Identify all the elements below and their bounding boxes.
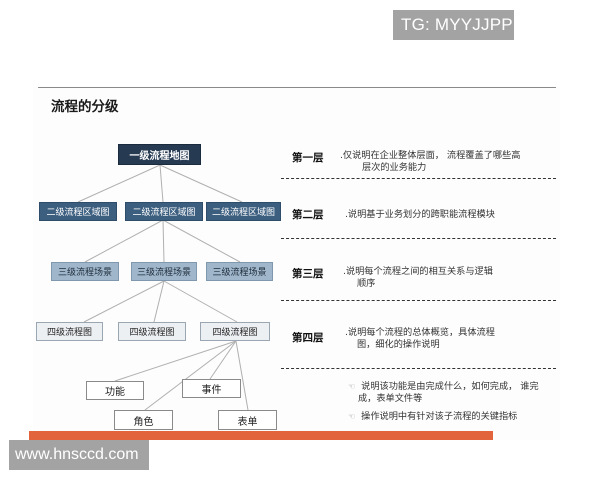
node-form: 表单 <box>218 410 277 430</box>
layer-desc-2: .说明基于业务划分的跨职能流程模块 <box>345 209 495 221</box>
bullet-2-line1: 操作说明中有针对该子流程的关键指标 <box>361 411 518 422</box>
watermark-top: TG: MYYJJPP <box>393 10 514 40</box>
layer-divider-2 <box>281 238 556 239</box>
pointing-hand-icon: ☜ <box>348 382 356 391</box>
layer-desc-4-line1: .说明每个流程的总体概览，具体流程 <box>345 327 495 338</box>
pointing-hand-icon: ☜ <box>348 412 356 421</box>
layer-divider-3 <box>281 300 556 301</box>
layer-desc-3-line1: .说明每个流程之间的相互关系与逻辑 <box>343 266 493 277</box>
node-level1: 一级流程地图 <box>118 144 201 165</box>
title-rule <box>38 87 556 88</box>
bullet-2: ☜ 操作说明中有针对该子流程的关键指标 <box>348 411 517 423</box>
watermark-bottom: www.hnsccd.com <box>9 440 149 470</box>
node-level2-3: 二级流程区域图 <box>206 202 281 221</box>
layer-label-3: 第三层 <box>292 268 324 280</box>
bullet-1-line2: 成，表单文件等 <box>358 393 423 404</box>
bullet-1-line1: 说明该功能是由完成什么，如何完成， 谁完 <box>361 381 539 392</box>
accent-bar <box>29 431 493 440</box>
layer-label-1: 第一层 <box>292 152 324 164</box>
layer-label-2: 第二层 <box>292 209 324 221</box>
layer-divider-1 <box>281 178 556 179</box>
layer-divider-4 <box>281 368 556 369</box>
layer-desc-2-line1: .说明基于业务划分的跨职能流程模块 <box>345 209 495 220</box>
layer-desc-3-line2: 顺序 <box>357 278 376 289</box>
layer-desc-4-line2: 图，细化的操作说明 <box>357 339 440 350</box>
node-level2-2: 二级流程区域图 <box>125 202 203 221</box>
layer-desc-1: .仅说明在企业整体层面， 流程覆盖了哪些高 层次的业务能力 <box>340 150 520 174</box>
node-event: 事件 <box>182 379 241 398</box>
layer-desc-3: .说明每个流程之间的相互关系与逻辑 顺序 <box>343 266 493 290</box>
layer-desc-1-line2: 层次的业务能力 <box>362 162 427 173</box>
layer-desc-4: .说明每个流程的总体概览，具体流程 图，细化的操作说明 <box>345 327 495 351</box>
layer-desc-1-line1: .仅说明在企业整体层面， 流程覆盖了哪些高 <box>340 150 521 161</box>
node-level4-3: 四级流程图 <box>200 322 270 341</box>
node-level3-3: 三级流程场景 <box>206 262 273 281</box>
bullet-1: ☜ 说明该功能是由完成什么，如何完成， 谁完 成，表单文件等 <box>348 381 539 405</box>
node-level4-1: 四级流程图 <box>36 322 103 341</box>
slide-title: 流程的分级 <box>51 99 119 115</box>
node-level3-1: 三级流程场景 <box>51 262 119 281</box>
node-function: 功能 <box>86 381 144 400</box>
node-level2-1: 二级流程区域图 <box>39 202 117 221</box>
layer-label-4: 第四层 <box>292 332 324 344</box>
node-level4-2: 四级流程图 <box>118 322 186 341</box>
node-role: 角色 <box>114 410 173 430</box>
node-level3-2: 三级流程场景 <box>131 262 197 281</box>
